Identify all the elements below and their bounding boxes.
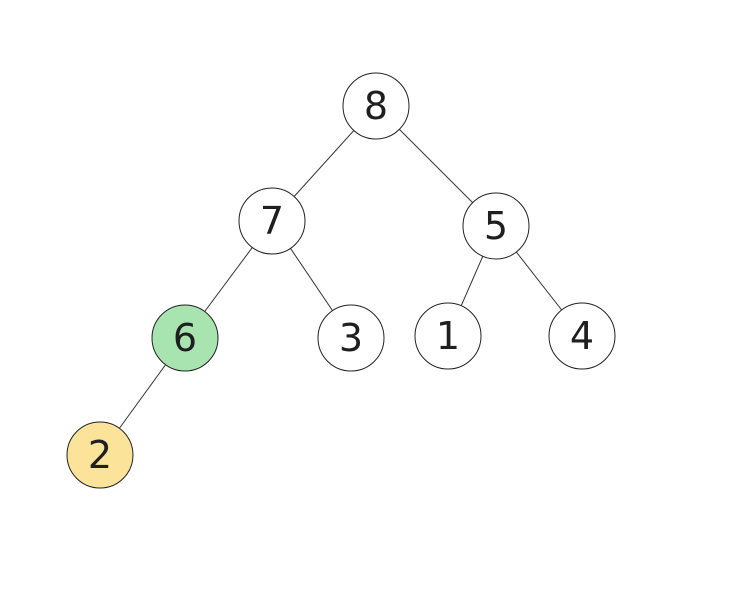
node-circle-2	[66, 421, 134, 489]
node-circle-4	[548, 302, 616, 370]
node-circle-8	[342, 72, 410, 140]
tree-node-8: 8	[342, 72, 410, 140]
node-label-1: 1	[436, 314, 460, 358]
node-circle-7	[238, 187, 306, 255]
nodes-layer: 8 7 5 6 3 1 4 2	[66, 72, 616, 489]
tree-node-5: 5	[462, 192, 530, 260]
node-label-4: 4	[570, 314, 594, 358]
tree-node-3: 3	[317, 304, 385, 372]
tree-node-1: 1	[414, 302, 482, 370]
tree-node-6: 6	[151, 304, 219, 372]
node-circle-5	[462, 192, 530, 260]
node-label-2: 2	[88, 433, 112, 477]
node-label-8: 8	[364, 84, 388, 128]
node-label-5: 5	[484, 204, 508, 248]
node-label-7: 7	[260, 199, 284, 243]
edges-layer	[99, 105, 583, 456]
tree-node-7: 7	[238, 187, 306, 255]
node-circle-6	[151, 304, 219, 372]
node-circle-1	[414, 302, 482, 370]
node-label-3: 3	[339, 316, 363, 360]
tree-node-2: 2	[66, 421, 134, 489]
node-label-6: 6	[173, 316, 197, 360]
tree-node-4: 4	[548, 302, 616, 370]
node-circle-3	[317, 304, 385, 372]
